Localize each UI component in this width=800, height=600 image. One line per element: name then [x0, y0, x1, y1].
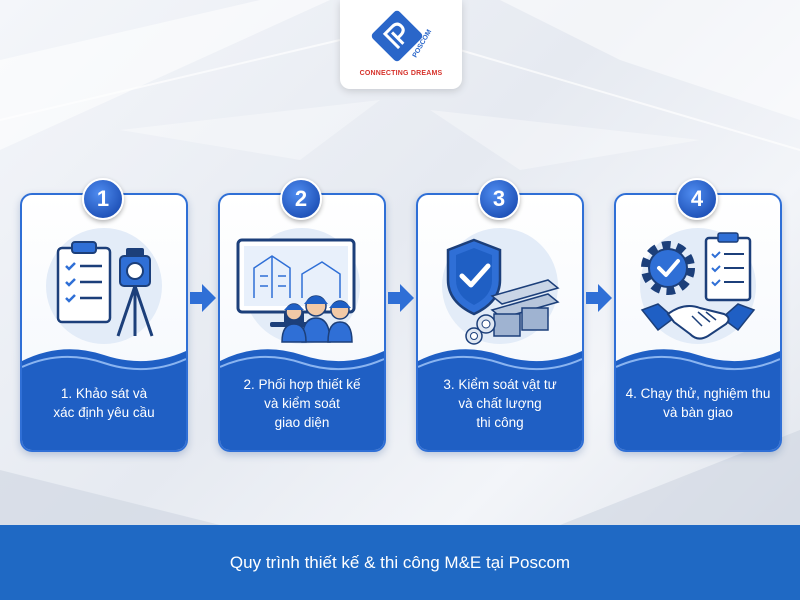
logo-card: POSCOM CONNECTING DREAMS	[340, 0, 462, 89]
step-wave	[220, 349, 384, 450]
step-number-badge: 3	[478, 178, 520, 220]
step-label: 3. Kiểm soát vật tư và chất lượng thi cô…	[443, 376, 557, 430]
arrow-right-icon	[190, 284, 216, 312]
arrow-right-icon	[388, 284, 414, 312]
step-illustration	[46, 228, 162, 344]
background-shapes	[0, 430, 800, 525]
steel-pipes-icon	[465, 279, 560, 345]
step-label: 1. Khảo sát và xác định yêu cầu	[53, 386, 155, 420]
engineers-icon	[281, 295, 353, 343]
step-number-badge: 1	[82, 178, 124, 220]
step-label: 2. Phối hợp thiết kế và kiểm soát giao d…	[243, 376, 361, 430]
step-3: 3. Kiểm soát vật tư và chất lượng thi cô…	[416, 178, 584, 452]
step-wave	[418, 349, 582, 450]
footer-caption: Quy trình thiết kế & thi công M&E tại Po…	[229, 552, 571, 572]
step-wave	[616, 349, 780, 450]
step-1: 1. Khảo sát và xác định yêu cầu 1	[20, 178, 188, 452]
step-2: 2. Phối hợp thiết kế và kiểm soát giao d…	[218, 178, 386, 452]
step-number-badge: 2	[280, 178, 322, 220]
clipboard-icon	[56, 241, 112, 324]
surveying-instrument-icon	[116, 248, 154, 337]
shield-check-icon	[446, 238, 502, 316]
logo-slogan: CONNECTING DREAMS	[359, 70, 443, 77]
checklist-icon	[704, 232, 752, 302]
step-illustration	[442, 228, 560, 345]
monitor-blueprint-icon	[236, 238, 356, 327]
handshake-icon	[640, 303, 756, 340]
step-label: 4. Chạy thử, nghiệm thu và bàn giao	[625, 386, 771, 420]
gear-check-icon	[641, 241, 695, 295]
arrow-right-icon	[586, 284, 612, 312]
footer-caption-bar: Quy trình thiết kế & thi công M&E tại Po…	[0, 525, 800, 600]
step-4: 4. Chạy thử, nghiệm thu và bàn giao 4	[614, 178, 782, 452]
step-illustration	[640, 228, 756, 344]
step-wave	[22, 349, 186, 450]
poscom-logo: POSCOM	[371, 10, 432, 62]
step-number-badge: 4	[676, 178, 718, 220]
step-illustration	[236, 228, 360, 344]
